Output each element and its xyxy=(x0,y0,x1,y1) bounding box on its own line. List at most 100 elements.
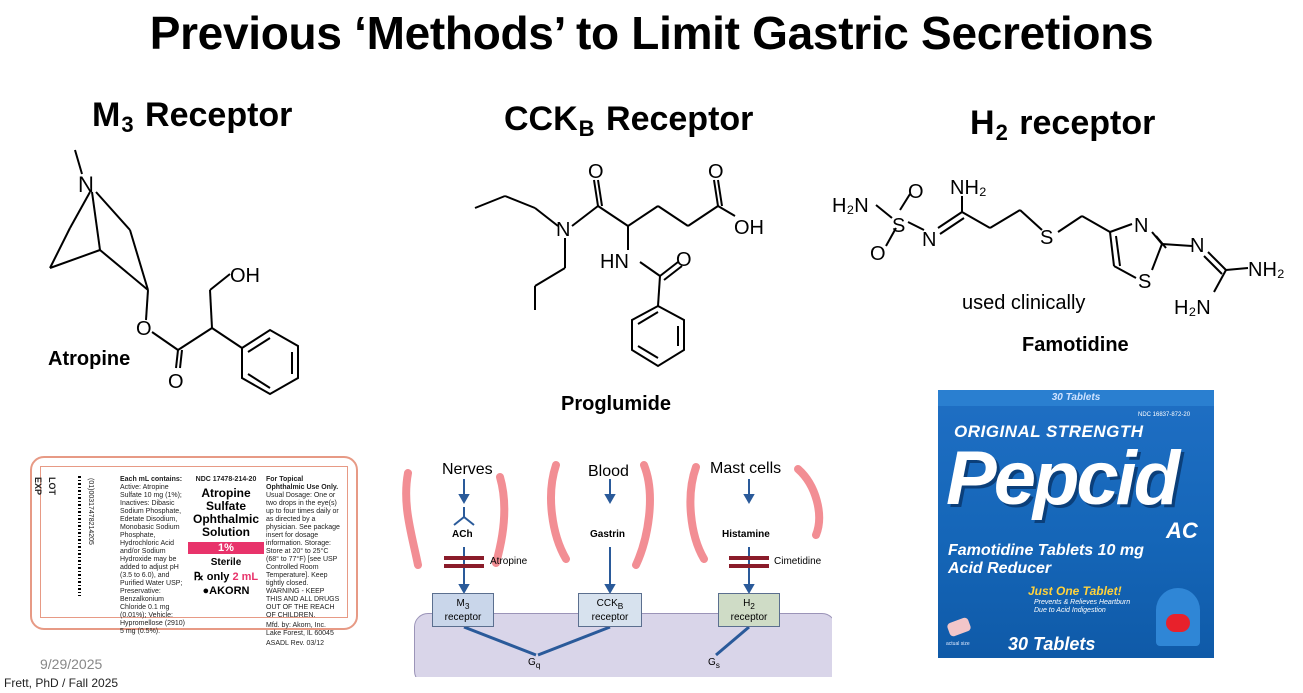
code-text: ASADL Rev. 03/12 xyxy=(266,640,324,647)
label-use: For Topical Ophthalmic Use Only. Usual D… xyxy=(266,476,340,648)
strength-bar: 1% xyxy=(188,542,264,554)
pepcid-top-strip: 30 Tablets xyxy=(938,390,1214,406)
dcck-sub: B xyxy=(617,601,624,611)
pepcid-tagline2: Acid Reducer xyxy=(948,560,1052,577)
proglumide-name: Proglumide xyxy=(561,393,672,415)
lot-text: LOT xyxy=(47,477,57,495)
cck-suffix: Receptor xyxy=(606,100,754,138)
pepcid-actual-size: actual size xyxy=(946,641,970,647)
proglumide-acid-o: O xyxy=(708,161,724,183)
barcode: (01)00317478214205 xyxy=(78,476,100,606)
dm3-sub: 3 xyxy=(464,601,470,611)
akorn-logo-icon: ● xyxy=(202,585,210,597)
m3-sub: 3 xyxy=(121,112,134,137)
pepcid-brand: Pepcid xyxy=(946,436,1180,521)
use-text: Usual Dosage: One or two drops in the ey… xyxy=(266,492,340,619)
dcck-line2: receptor xyxy=(591,612,629,623)
volume-text: 2 mL xyxy=(232,571,259,583)
atropine-label-inner xyxy=(40,466,348,618)
messenger-gastrin: Gastrin xyxy=(590,529,626,540)
tablet-icon xyxy=(946,616,972,638)
m3-suffix: Receptor xyxy=(145,96,293,134)
atropine-name: Atropine xyxy=(48,348,131,370)
akorn-brand: ●AKORN xyxy=(188,585,264,597)
pepcid-tagline1: Famotidine Tablets 10 mg xyxy=(948,542,1144,559)
slide-title: Previous ‘Methods’ to Limit Gastric Secr… xyxy=(149,7,1154,59)
atropine-structure: N O O OH xyxy=(49,149,299,396)
akorn-brand-text: AKORN xyxy=(209,585,250,597)
scribble-3 xyxy=(547,461,570,563)
cck-sub: B xyxy=(578,116,595,141)
dh2-name: H xyxy=(743,598,751,609)
famotidine-nh2-right: NH₂ xyxy=(1248,259,1285,281)
scribble-2 xyxy=(492,473,509,567)
h2-receptor-heading: H2 receptor xyxy=(970,104,1155,146)
atropine-n: N xyxy=(78,172,94,197)
m3-receptor-heading: M3 Receptor xyxy=(92,96,292,138)
torso-icon xyxy=(1156,588,1200,646)
famotidine-thioether-s: S xyxy=(1040,227,1053,249)
heartburn-icon xyxy=(1166,614,1190,632)
proglumide-hn: HN xyxy=(600,251,629,273)
scribble-5 xyxy=(686,463,708,563)
famotidine-sulfonyl-s: S xyxy=(892,215,905,237)
receptor-diagram: Nerves Blood Mast cells ACh Gastrin Hist… xyxy=(396,455,832,677)
barcode-bars xyxy=(78,476,81,596)
pepcid-promo: Just One Tablet! xyxy=(1028,584,1122,598)
lot-exp-strip: LOT EXP xyxy=(33,475,78,595)
atropine-label xyxy=(30,456,358,630)
famotidine-structure: H₂N O S O N NH₂ S N S N NH₂ H₂N xyxy=(832,177,1285,319)
diagram-cck-receptor: CCKB receptor xyxy=(578,593,642,627)
famotidine-nh2-top: NH₂ xyxy=(950,177,987,199)
proglumide-oh: OH xyxy=(734,217,764,239)
gs-name: G xyxy=(708,657,716,668)
pepcid-brand-suffix: AC xyxy=(1166,518,1198,543)
slide-date: 9/29/2025 xyxy=(40,656,103,672)
diagram-h2-receptor: H2 receptor xyxy=(718,593,780,627)
messenger-ach: ACh xyxy=(452,529,473,540)
scribble-6 xyxy=(794,465,824,539)
cck-name: CCK xyxy=(504,100,578,138)
atropine-ester-o: O xyxy=(136,318,152,340)
famotidine-thiazole-s: S xyxy=(1138,271,1151,293)
pepcid-strength-line: ORIGINAL STRENGTH xyxy=(954,422,1144,441)
dh2-line2: receptor xyxy=(730,612,768,623)
dh2-sub: 2 xyxy=(750,601,755,611)
proglumide-amide-o: O xyxy=(588,161,604,183)
sterile-text: Sterile xyxy=(210,557,242,568)
source-nerves: Nerves xyxy=(442,461,493,478)
diagram-m3-receptor: M3 receptor xyxy=(432,593,494,627)
pepcid-promo-sub2: Due to Acid Indigestion xyxy=(1034,607,1106,614)
proglumide-benzoyl-o: O xyxy=(676,249,692,271)
h2-name: H xyxy=(970,104,995,142)
proglumide-n: N xyxy=(556,219,570,241)
famotidine-h2n-bottom: H₂N xyxy=(1174,297,1211,319)
gs-sub: s xyxy=(715,660,720,670)
exp-text: EXP xyxy=(33,477,43,496)
h2-suffix: receptor xyxy=(1019,104,1156,142)
dm3-line2: receptor xyxy=(444,612,482,623)
contents-heading: Each mL contains: xyxy=(120,476,183,483)
famotidine-thiazole-n: N xyxy=(1134,215,1148,237)
barcode-number: (01)00317478214205 xyxy=(87,478,94,545)
g-protein-gq: Gq xyxy=(528,657,540,670)
contents-text: Active: Atropine Sulfate 10 mg (1%); Ina… xyxy=(120,484,185,635)
g-protein-gs: Gs xyxy=(708,657,720,670)
pepcid-count: 30 Tablets xyxy=(1008,634,1096,654)
famotidine-guanidine-n: N xyxy=(1190,235,1204,257)
messenger-histamine: Histamine xyxy=(722,529,770,540)
label-center: NDC 17478-214-20 Atropine Sulfate Ophtha… xyxy=(188,476,264,597)
ndc-text: NDC 17478-214-20 xyxy=(195,476,257,483)
slide-author: Frett, PhD / Fall 2025 xyxy=(4,676,119,690)
atropine-carbonyl-o: O xyxy=(168,371,184,393)
dm3-name: M xyxy=(456,598,465,609)
scribble-4 xyxy=(632,461,654,569)
dcck-name: CCK xyxy=(596,598,618,609)
gq-sub: q xyxy=(535,660,541,670)
m3-name: M xyxy=(92,96,121,134)
blocker-cimetidine: Cimetidine xyxy=(774,556,822,567)
famotidine-sulfonyl-o-top: O xyxy=(908,181,924,203)
diagram-graphics xyxy=(402,461,824,657)
h2-sub: 2 xyxy=(995,120,1008,145)
pepcid-box: NDC 16837-872-20 30 Tablets ORIGINAL STR… xyxy=(938,390,1214,658)
